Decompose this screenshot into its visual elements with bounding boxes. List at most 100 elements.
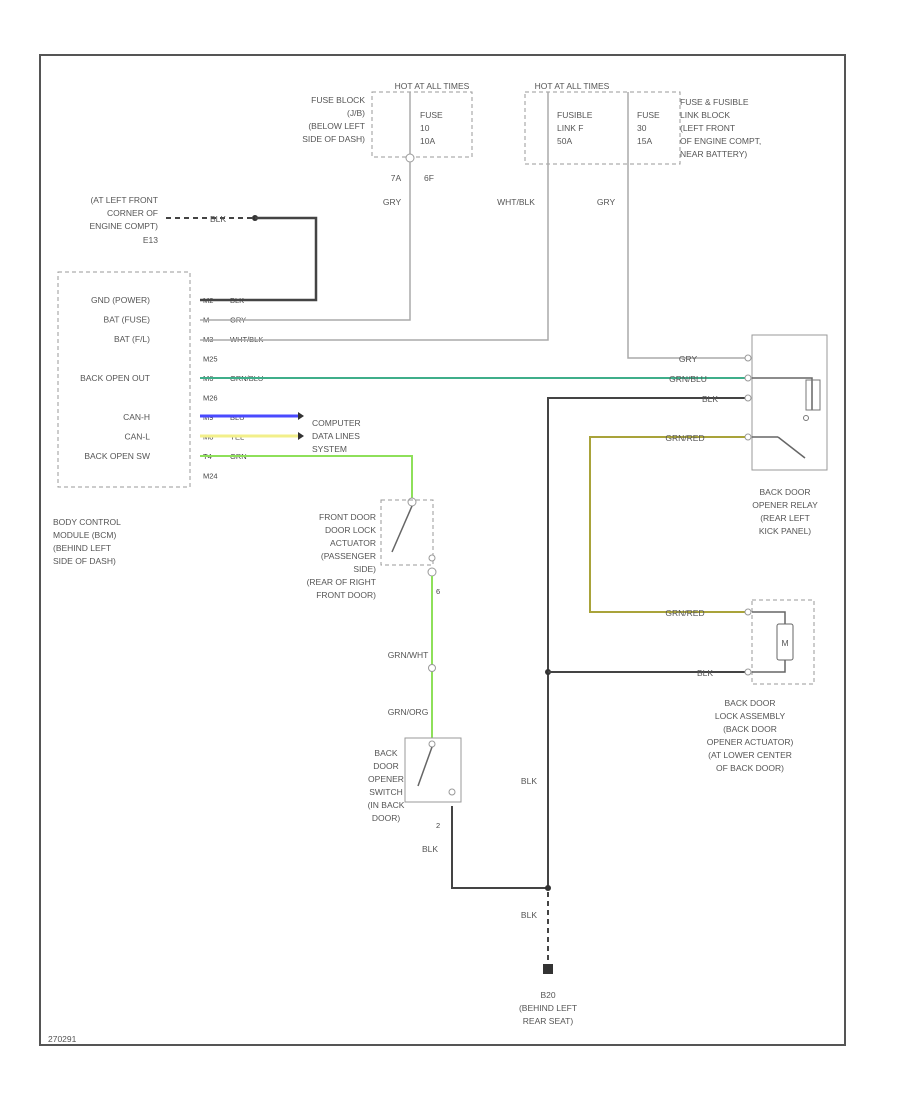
bcm-pin-name: BACK OPEN OUT — [80, 373, 150, 383]
back-door-relay: GRY GRN/BLU BLK BACK DOOR OPENER RELAY (… — [627, 140, 828, 536]
back-door-lock-assembly: M BACK DOOR LOCK ASSEMBLY (BACK DOOR OPE… — [707, 599, 815, 773]
ffblock-label-4: NEAR BATTERY) — [680, 149, 747, 159]
relay-in-1-label: GRY — [679, 354, 698, 364]
front-door-actuator: FRONT DOOR DOOR LOCK ACTUATOR (PASSENGER… — [307, 497, 440, 600]
fuse10-label-2: 10A — [420, 136, 435, 146]
bcm-pin-number: M25 — [203, 355, 218, 364]
lock-label-4: (AT LOWER CENTER — [708, 750, 792, 760]
fuse-block-label-1: (J/B) — [347, 108, 365, 118]
ground-b20-icon — [543, 964, 553, 974]
relay-coil-icon — [805, 379, 821, 411]
relay-pin-1 — [744, 354, 752, 362]
ffblock-label-3: OF ENGINE COMPT, — [680, 136, 761, 146]
actuator-terminal-bottom — [428, 554, 436, 562]
fuse-wire-label: GRY — [383, 197, 402, 207]
bcm-label-3: SIDE OF DASH) — [53, 556, 116, 566]
bcm-pin-name: CAN-L — [124, 432, 150, 442]
door-wire-2-label: GRN/ORG — [388, 707, 429, 717]
lock-in-label: GRN/RED — [665, 608, 704, 618]
switch-label-5: DOOR) — [372, 813, 401, 823]
fuse-pin-7a: 7A — [391, 173, 402, 183]
lock-label-5: OF BACK DOOR) — [716, 763, 784, 773]
relay-pin-4 — [744, 433, 752, 441]
fuse-block-jb: HOT AT ALL TIMES FUSE BLOCK (J/B) (BELOW… — [302, 81, 473, 207]
wire-fuse30-relay — [627, 140, 745, 359]
ffblock-label-2: (LEFT FRONT — [680, 123, 735, 133]
lock-motor-lead-2 — [752, 660, 786, 673]
e13-label-0: (AT LEFT FRONT — [90, 195, 158, 205]
lock-gnd-label: BLK — [697, 668, 713, 678]
relay-box — [751, 334, 828, 471]
relay-switch-arm — [777, 436, 806, 459]
actuator-terminal-top — [407, 497, 417, 507]
back-door-opener-switch: BACK DOOR OPENER SWITCH (IN BACK DOOR) 2 — [368, 737, 462, 830]
hot-label-1: HOT AT ALL TIMES — [395, 81, 470, 91]
bcm-module: BODY CONTROL MODULE (BCM) (BEHIND LEFT S… — [53, 271, 263, 566]
switch-terminal-top — [428, 740, 436, 748]
fuse30-wire-label: GRY — [597, 197, 616, 207]
fuse-block-box — [371, 91, 473, 158]
relay-label-3: KICK PANEL) — [759, 526, 811, 536]
fuse-fusible-box — [524, 91, 681, 165]
lock-pin-1 — [744, 608, 752, 616]
switch-arm — [417, 746, 433, 787]
wire-ground-trunk — [547, 397, 745, 888]
switch-label-1: DOOR — [373, 761, 399, 771]
lock-box — [751, 599, 815, 685]
relay-contact-point — [803, 415, 809, 421]
b20-label-2: REAR SEAT) — [523, 1016, 574, 1026]
bcm-pin-name: BAT (F/L) — [114, 334, 150, 344]
switch-terminal-bottom — [448, 788, 456, 796]
wire-bcm-bat-fl — [200, 140, 549, 341]
fusible-wire-label: WHT/BLK — [497, 197, 535, 207]
computer-data-label-0: COMPUTER — [312, 418, 361, 428]
main-gnd-1-label: BLK — [521, 776, 537, 786]
fusible-label-2: 50A — [557, 136, 572, 146]
lock-motor-symbol: M — [781, 638, 788, 648]
fuse30-label-2: 15A — [637, 136, 652, 146]
actuator-label-5: (REAR OF RIGHT — [307, 577, 376, 587]
fuse-block-label-2: (BELOW LEFT — [308, 121, 365, 131]
relay-in-2-label: GRN/BLU — [669, 374, 707, 384]
fuse30-label-0: FUSE — [637, 110, 660, 120]
relay-coil-wire — [752, 377, 813, 410]
fuse10-label-0: FUSE — [420, 110, 443, 120]
fusible-label-0: FUSIBLE — [557, 110, 593, 120]
fuse10-label-1: 10 — [420, 123, 430, 133]
bcm-label-1: MODULE (BCM) — [53, 530, 116, 540]
computer-data-label-2: SYSTEM — [312, 444, 347, 454]
fuse-fusible-block: HOT AT ALL TIMES FUSIBLE LINK F 50A FUSE… — [497, 81, 761, 207]
fuse10-terminal — [405, 153, 415, 163]
b20-label-0: B20 — [540, 990, 555, 1000]
pin-2-label: 2 — [436, 821, 440, 830]
bcm-pin-name: BAT (FUSE) — [104, 315, 151, 325]
actuator-box — [380, 499, 434, 566]
wire-back-open-sw — [200, 455, 413, 498]
door-wire-1-label: GRN/WHT — [388, 650, 429, 660]
lock-label-3: OPENER ACTUATOR) — [707, 737, 794, 747]
actuator-label-1: DOOR LOCK — [325, 525, 376, 535]
actuator-label-6: FRONT DOOR) — [316, 590, 376, 600]
wire-switch-ground — [451, 806, 548, 889]
ground-splice-2 — [545, 885, 551, 891]
e13-label-1: CORNER OF — [107, 208, 158, 218]
actuator-label-0: FRONT DOOR — [319, 512, 376, 522]
lock-motor-lead-1 — [752, 611, 786, 624]
footer-code: 270291 — [48, 1034, 77, 1044]
hot-label-2: HOT AT ALL TIMES — [535, 81, 610, 91]
can-l-arrow-icon — [298, 432, 304, 440]
bcm-pin-name: CAN-H — [123, 412, 150, 422]
main-gnd-2-label: BLK — [521, 910, 537, 920]
switch-label-3: SWITCH — [369, 787, 403, 797]
bcm-label-2: (BEHIND LEFT — [53, 543, 111, 553]
ground-e13: (AT LEFT FRONT CORNER OF ENGINE COMPT) E… — [90, 195, 258, 245]
door-wire-connector — [428, 664, 436, 672]
actuator-connector — [427, 567, 437, 577]
lock-label-1: LOCK ASSEMBLY — [715, 711, 786, 721]
lock-pin-2 — [744, 668, 752, 676]
actuator-label-2: ACTUATOR — [330, 538, 376, 548]
bcm-label-0: BODY CONTROL — [53, 517, 121, 527]
lock-motor-icon — [776, 623, 794, 661]
switch-label-0: BACK — [374, 748, 397, 758]
